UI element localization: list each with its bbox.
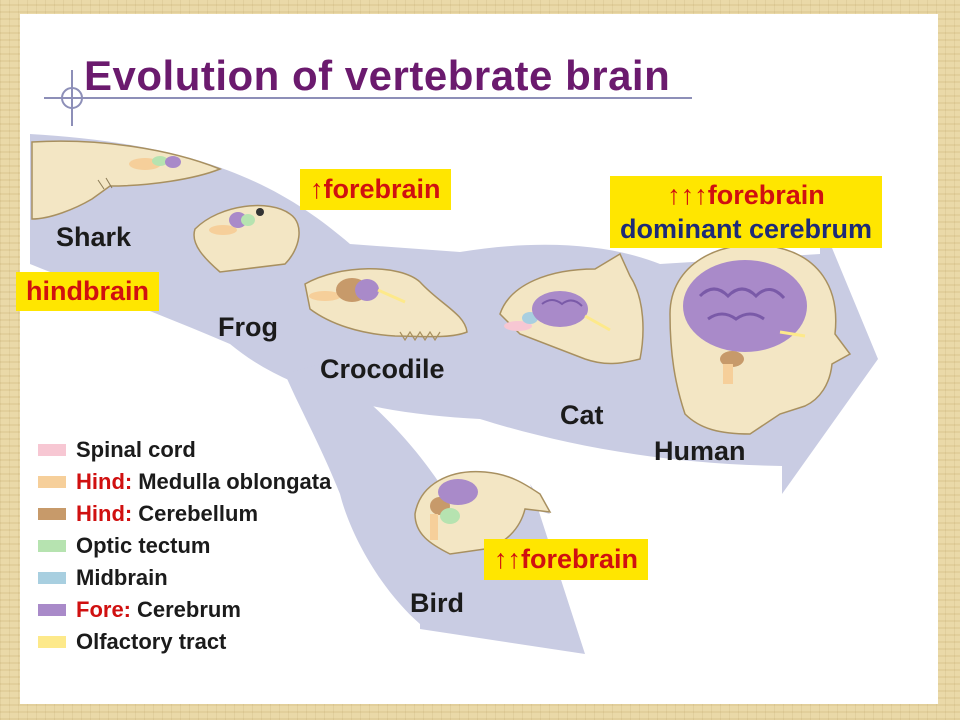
legend-item-medulla: Hind: Medulla oblongata [38,466,331,498]
callout-dominant-cerebrum-text: dominant cerebrum [620,214,873,244]
shark-illustration [31,140,223,220]
label-human: Human [654,436,746,466]
callout-forebrain-1: ↑forebrain [300,169,451,210]
legend-text: Medulla oblongata [138,469,332,494]
legend-item-olfactory-tract: Olfactory tract [38,626,331,658]
crocodile-illustration [304,268,468,342]
callout-forebrain-3: ↑↑↑forebrain dominant cerebrum [610,176,883,248]
legend-text: Cerebellum [138,501,259,526]
legend-item-optic-tectum: Optic tectum [38,530,331,562]
legend-swatch [38,444,66,456]
crosshair-icon [44,70,692,126]
cat-illustration [499,252,644,365]
callout-forebrain-2: ↑↑forebrain [484,539,649,580]
bird-illustration [414,470,552,555]
label-crocodile: Crocodile [320,354,445,384]
frog-illustration [193,204,300,273]
legend-swatch [38,540,66,552]
label-bird: Bird [410,588,464,618]
callout-hindbrain: hindbrain [16,272,159,311]
legend-swatch [38,636,66,648]
legend-swatch [38,604,66,616]
legend-item-cerebrum: Fore: Cerebrum [38,594,331,626]
legend-swatch [38,476,66,488]
legend-key: Hind: [76,501,133,526]
legend-item-midbrain: Midbrain [38,562,331,594]
callout-hindbrain-text: hindbrain [26,276,149,306]
evolution-diagram [30,70,878,654]
legend-key: Fore: [76,597,131,622]
callout-forebrain-3-text: ↑↑↑forebrain [667,180,825,210]
legend-swatch [38,572,66,584]
legend-text: Olfactory tract [76,629,227,654]
legend-item-cerebellum: Hind: Cerebellum [38,498,331,530]
label-frog: Frog [218,312,278,342]
legend-swatch [38,508,66,520]
legend-key: Hind: [76,469,133,494]
legend-item-spinal-cord: Spinal cord [38,434,331,466]
callout-forebrain-1-text: ↑forebrain [310,174,441,204]
legend-text: Cerebrum [137,597,241,622]
page-title: Evolution of vertebrate brain [84,52,671,99]
label-shark: Shark [56,222,132,252]
legend-text: Spinal cord [76,437,196,462]
legend-text: Optic tectum [76,533,211,558]
callout-forebrain-2-text: ↑↑forebrain [494,544,639,574]
legend-text: Midbrain [76,565,168,590]
label-cat: Cat [560,400,604,430]
slide: Evolution of vertebrate brain Shark Frog… [16,14,938,704]
brain-region-legend: Spinal cord Hind: Medulla oblongata Hind… [38,434,331,658]
